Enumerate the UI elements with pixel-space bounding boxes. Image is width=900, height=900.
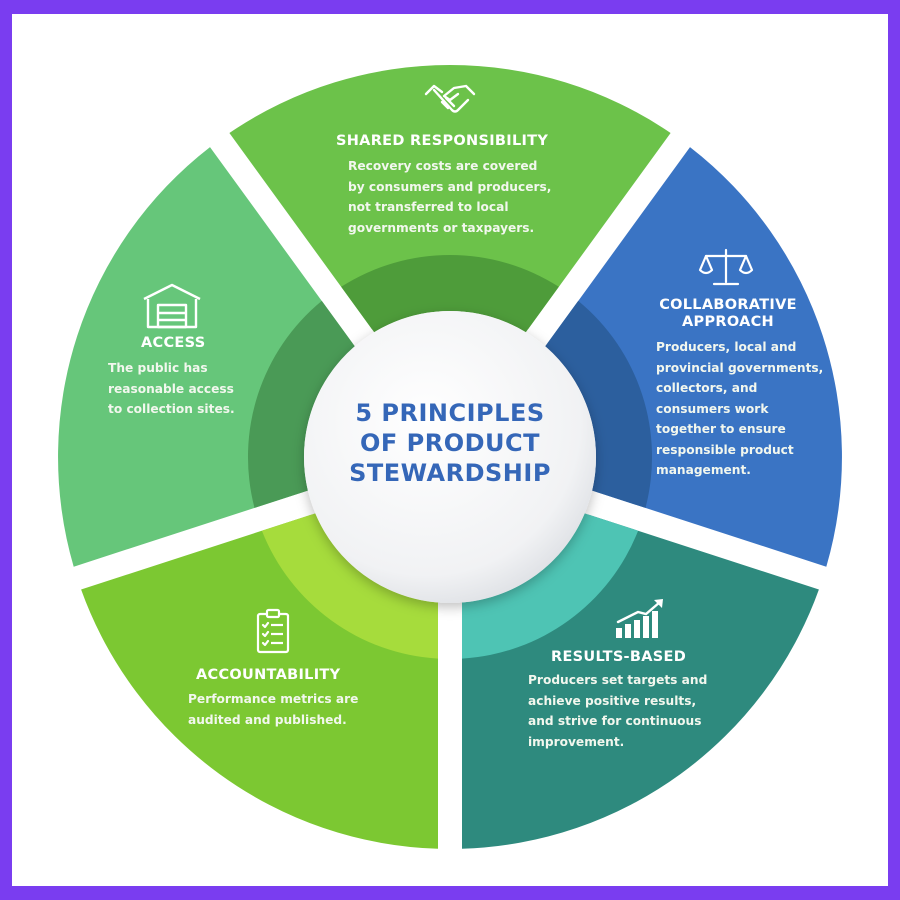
center-title-line: OF PRODUCT bbox=[359, 429, 541, 457]
description-line: governments or taxpayers. bbox=[348, 220, 535, 235]
segment-title: RESULTS-BASED bbox=[551, 649, 687, 665]
description-line: consumers work bbox=[656, 401, 769, 416]
label-accountability: ACCOUNTABILITY Performance metrics are a… bbox=[188, 667, 358, 730]
center-circle bbox=[304, 311, 596, 603]
label-collaborative-approach: COLLABORATIVE APPROACH Producers, local … bbox=[646, 297, 823, 481]
segment-shared-responsibility bbox=[229, 65, 671, 329]
center-title: 5 PRINCIPLES OF PRODUCT STEWARDSHIP bbox=[310, 398, 590, 488]
description-line: by consumers and producers, bbox=[348, 179, 552, 194]
segment-description: The public has reasonable access to coll… bbox=[108, 358, 235, 420]
inner-ring-access bbox=[247, 300, 355, 508]
segment-title: COLLABORATIVE APPROACH bbox=[646, 297, 810, 331]
description-line: management. bbox=[656, 463, 751, 477]
description-line: Performance metrics are bbox=[188, 692, 359, 706]
scales-icon bbox=[698, 248, 754, 286]
segment-description: Recovery costs are covered by consumers … bbox=[348, 156, 551, 238]
description-line: responsible product bbox=[656, 442, 794, 457]
description-line: Recovery costs are covered bbox=[348, 159, 538, 173]
handshake-icon bbox=[424, 84, 476, 113]
description-line: reasonable access bbox=[108, 381, 234, 396]
title-line: COLLABORATIVE bbox=[659, 297, 797, 313]
segment-title: ACCESS bbox=[141, 335, 206, 351]
warehouse-icon bbox=[143, 283, 201, 329]
clipboard-checklist-icon bbox=[256, 608, 290, 654]
inner-ring-shared bbox=[341, 254, 559, 333]
description-line: to collection sites. bbox=[108, 402, 235, 416]
label-access: ACCESS The public has reasonable access … bbox=[108, 335, 235, 420]
description-line: not transferred to local bbox=[348, 200, 509, 214]
segment-description: Producers, local and provincial governme… bbox=[656, 337, 823, 481]
description-line: improvement. bbox=[528, 734, 625, 749]
segment-description: Producers set targets and achieve positi… bbox=[528, 670, 707, 752]
label-shared-responsibility: SHARED RESPONSIBILITY Recovery costs are… bbox=[336, 133, 551, 238]
description-line: The public has bbox=[108, 361, 208, 375]
center-title-line: STEWARDSHIP bbox=[349, 459, 551, 487]
description-line: audited and published. bbox=[188, 712, 347, 727]
description-line: achieve positive results, bbox=[528, 693, 697, 708]
segment-title: SHARED RESPONSIBILITY bbox=[336, 133, 549, 149]
description-line: together to ensure bbox=[656, 422, 786, 436]
inner-ring-accountability bbox=[261, 513, 438, 659]
segment-description: Performance metrics are audited and publ… bbox=[188, 689, 358, 730]
description-line: collectors, and bbox=[656, 381, 758, 395]
inner-ring-collaborative bbox=[545, 300, 653, 508]
description-line: and strive for continuous bbox=[528, 714, 702, 728]
description-line: Producers, local and bbox=[656, 340, 797, 354]
segment-title: ACCOUNTABILITY bbox=[196, 667, 341, 683]
description-line: provincial governments, bbox=[656, 360, 824, 375]
description-line: Producers set targets and bbox=[528, 673, 708, 687]
label-results-based: RESULTS-BASED Producers set targets and … bbox=[528, 649, 707, 752]
growth-chart-icon bbox=[616, 599, 663, 638]
title-line: APPROACH bbox=[682, 314, 774, 330]
center-title-line: 5 PRINCIPLES bbox=[355, 399, 545, 427]
inner-ring-results bbox=[462, 513, 639, 659]
